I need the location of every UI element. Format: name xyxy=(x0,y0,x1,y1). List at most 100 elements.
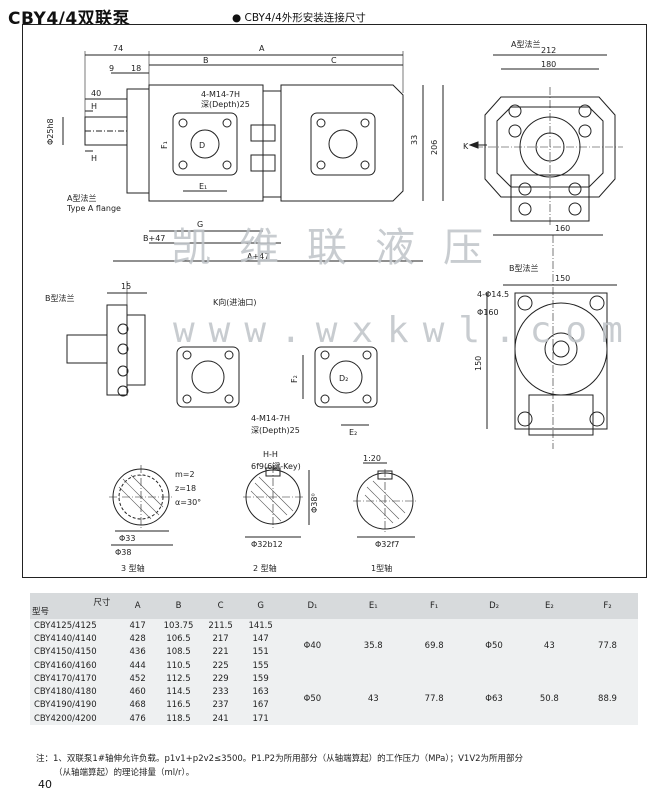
value-cell: 118.5 xyxy=(156,712,201,726)
footnote-line-1: 注：1、双联泵1#轴伸允许负载。p1v1+p2v2≤3500。P1.P2为所用部… xyxy=(36,754,524,764)
value-cell: 452 xyxy=(118,672,157,686)
value-cell: 110.5 xyxy=(156,658,201,673)
d32b12-label: Φ32b12 xyxy=(251,540,283,549)
table-row: CBY4125/4125 417 103.75 211.5 141.5 Φ40 … xyxy=(30,619,638,673)
f2-group1: 77.8 xyxy=(577,619,638,673)
dim-40: 40 xyxy=(91,89,101,98)
col-header-e1: E₁ xyxy=(344,593,402,619)
col-header-b: B xyxy=(156,593,201,619)
value-cell: 237 xyxy=(200,698,242,713)
value-cell: 436 xyxy=(118,645,157,659)
model-cell: CBY4200/4200 xyxy=(30,712,119,726)
dim-h-top: H xyxy=(91,102,97,111)
col-header-d1: D₁ xyxy=(280,593,345,619)
shaft-2-label: 2 型轴 xyxy=(253,563,277,573)
value-cell: 241 xyxy=(200,712,242,726)
flange-a-en-label: Type A flange xyxy=(66,204,121,213)
value-cell: 108.5 xyxy=(156,645,201,659)
value-cell: 159 xyxy=(241,672,281,686)
dim-a47: A+47 xyxy=(247,252,269,261)
page-subtitle: ● CBY4/4外形安装连接尺寸 xyxy=(232,12,366,24)
col-header-f2: F₂ xyxy=(577,593,638,619)
value-cell: 112.5 xyxy=(156,672,201,686)
dim-d1: D xyxy=(199,141,205,150)
dim-c: C xyxy=(331,56,337,65)
col-header-a: A xyxy=(118,593,157,619)
value-cell: 141.5 xyxy=(241,619,281,633)
model-cell: CBY4170/4170 xyxy=(30,672,119,686)
value-cell: 163 xyxy=(241,685,281,699)
drawing-svg: 74 A 9 18 B C 40 Φ25h8 H H 4-M14-7H 深(De… xyxy=(45,39,623,573)
d1-group2: Φ50 xyxy=(280,672,345,726)
value-cell: 147 xyxy=(241,632,281,646)
watermark-url: www.wxkwl.com xyxy=(173,310,637,351)
d2-group1: Φ50 xyxy=(466,619,522,673)
watermark-cn: 凯维联液压 xyxy=(171,225,511,271)
dim-206: 206 xyxy=(430,140,439,155)
value-cell: 106.5 xyxy=(156,632,201,646)
value-cell: 221 xyxy=(200,645,242,659)
dim-phi160: Φ160 xyxy=(477,308,499,317)
f2-group2: 88.9 xyxy=(577,672,638,726)
value-cell: 468 xyxy=(118,698,157,713)
value-cell: 167 xyxy=(241,698,281,713)
dim-f1: F₁ xyxy=(160,141,169,149)
k-view-label: K向(进油口) xyxy=(213,297,257,307)
model-cell: CBY4150/4150 xyxy=(30,645,119,659)
table-row: CBY4150/4150 436 108.5 221 151 xyxy=(30,645,638,659)
value-cell: 151 xyxy=(241,645,281,659)
dim-15: 15 xyxy=(121,282,131,291)
value-cell: 155 xyxy=(241,658,281,673)
value-cell: 444 xyxy=(118,658,157,673)
dim-f2: F₂ xyxy=(290,375,299,383)
m2-label: m=2 xyxy=(175,470,195,479)
value-cell: 171 xyxy=(241,712,281,726)
dim-150-side: 150 xyxy=(474,356,483,371)
dim-h-bottom: H xyxy=(91,154,97,163)
view-a-label: A型法兰 xyxy=(511,39,540,49)
col-header-g: G xyxy=(241,593,281,619)
model-cell: CBY4190/4190 xyxy=(30,698,119,713)
d33-label: Φ33 xyxy=(119,534,135,543)
value-cell: 103.75 xyxy=(156,619,201,633)
view-b-label: B型法兰 xyxy=(509,263,539,273)
port-rear xyxy=(310,112,376,176)
f1-group2: 77.8 xyxy=(401,672,467,726)
spec-table: 尺寸 型号 A B C G D₁ E₁ F₁ D₂ E₂ F₂ CBY4125/… xyxy=(30,593,638,726)
dim-b: B xyxy=(203,56,209,65)
dim-33: 33 xyxy=(410,135,419,145)
model-cell: CBY4140/4140 xyxy=(30,632,119,646)
table-row: CBY4160/4160 444 110.5 225 155 xyxy=(30,658,638,673)
table-row: CBY4140/4140 428 106.5 217 147 xyxy=(30,632,638,646)
dim-depth25: 深(Depth)25 xyxy=(201,100,250,109)
taper-label: 1:20 xyxy=(363,454,381,463)
dim-74: 74 xyxy=(113,44,123,53)
value-cell: 211.5 xyxy=(200,619,242,633)
value-cell: 417 xyxy=(118,619,157,633)
end-view-b xyxy=(514,292,608,430)
model-cell: CBY4180/4180 xyxy=(30,685,119,699)
table-corner-header: 尺寸 型号 xyxy=(30,593,119,619)
dim-160: 160 xyxy=(555,224,570,233)
shaft-1-label: 1型轴 xyxy=(371,563,392,573)
z18-label: z=18 xyxy=(175,484,196,493)
dim-18: 18 xyxy=(131,64,141,73)
hh-label: H-H xyxy=(263,450,278,459)
table-row: CBY4190/4190 468 116.5 237 167 xyxy=(30,698,638,713)
dim-a: A xyxy=(259,44,265,53)
flange-b-label: B型法兰 xyxy=(45,293,75,303)
dim-9: 9 xyxy=(109,64,114,73)
d38-label: Φ38 xyxy=(115,548,131,557)
e1-group2: 43 xyxy=(344,672,402,726)
d2-group2: Φ63 xyxy=(466,672,522,726)
table-row: CBY4170/4170 452 112.5 229 159 Φ50 43 77… xyxy=(30,672,638,726)
dim-150-top: 150 xyxy=(555,274,570,283)
flange-a-top xyxy=(126,88,150,194)
value-cell: 460 xyxy=(118,685,157,699)
corner-top-label: 尺寸 xyxy=(93,598,111,608)
table-row: CBY4200/4200 476 118.5 241 171 xyxy=(30,712,638,726)
page-number: 40 xyxy=(38,778,52,791)
value-cell: 233 xyxy=(200,685,242,699)
d32f7-label: Φ32f7 xyxy=(375,540,399,549)
flange-a-label: A型法兰 xyxy=(67,193,96,203)
